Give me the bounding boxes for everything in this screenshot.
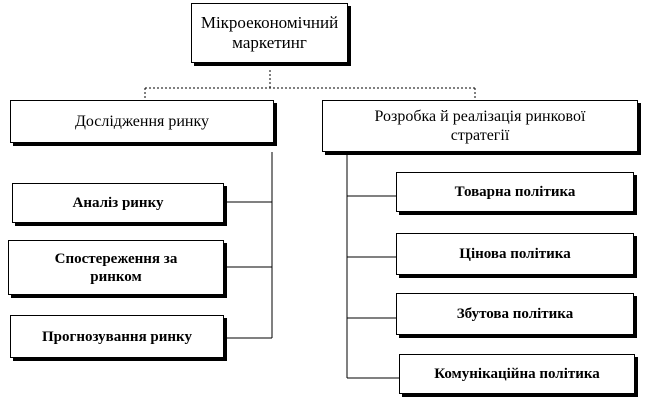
right-item-distribution-policy: Збутова політика xyxy=(396,293,634,335)
left-item-market-forecasting: Прогнозування ринку xyxy=(10,315,224,358)
left-item-label: Аналіз ринку xyxy=(72,195,164,211)
right-item-product-policy: Товарна політика xyxy=(396,172,634,212)
right-item-label: Збутова політика xyxy=(456,306,574,322)
root-label: Мікроекономічний маркетинг xyxy=(200,12,339,52)
left-item-label: Прогнозування ринку xyxy=(42,328,192,345)
right-item-label: Цінова політика xyxy=(459,246,571,262)
right-branch-label: Розробка й реалізація ринкової стратегії xyxy=(374,107,586,144)
left-item-label: Спостереження за ринком xyxy=(54,250,178,285)
left-branch-label: Дослідження ринку xyxy=(74,112,210,130)
right-item-price-policy: Цінова політика xyxy=(396,233,634,275)
left-item-market-analysis: Аналіз ринку xyxy=(12,183,224,223)
right-item-communication-policy: Комунікаційна політика xyxy=(399,354,635,394)
root-node: Мікроекономічний маркетинг xyxy=(191,3,348,63)
right-item-label: Товарна політика xyxy=(454,184,576,200)
left-branch-node: Дослідження ринку xyxy=(10,100,274,143)
left-item-market-observation: Спостереження за ринком xyxy=(8,240,224,295)
right-item-label: Комунікаційна політика xyxy=(434,366,600,382)
right-branch-node: Розробка й реалізація ринкової стратегії xyxy=(322,100,638,152)
